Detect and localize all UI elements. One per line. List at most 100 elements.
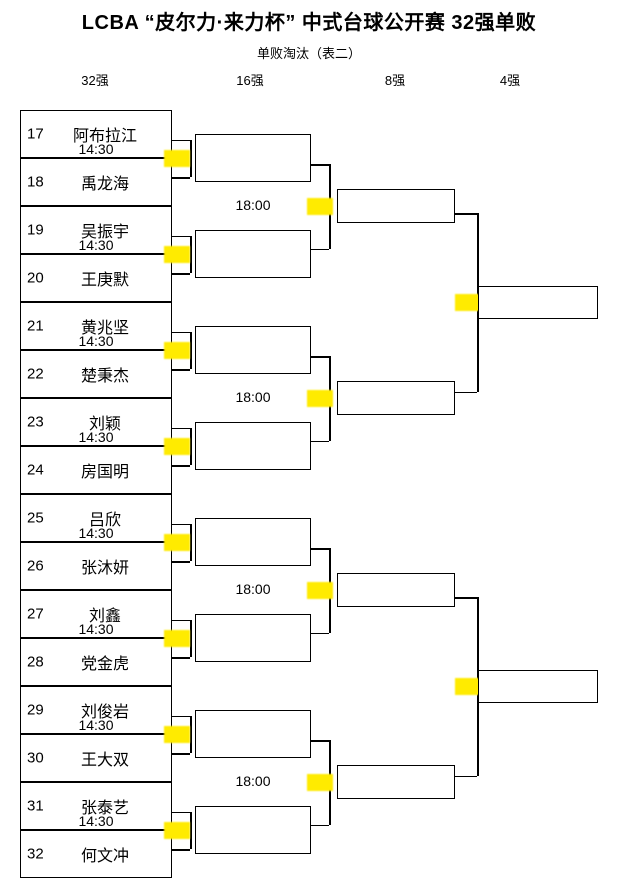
connector-h [455,775,477,778]
player-name: 禹龙海 [80,176,129,193]
connector-h [172,235,190,238]
connector-h [172,619,190,622]
match-time-r1-8: 14:30 [78,813,114,829]
match-marker-r1-1 [164,150,190,168]
connector-v [190,811,192,850]
round2-slot-3[interactable] [195,326,311,375]
match-time-r2-1: 18:00 [235,197,271,214]
player-name: 何文冲 [80,848,129,865]
match-time-r1-3: 14:30 [78,333,114,349]
seed-box-18[interactable]: 18 禹龙海 [20,158,172,206]
player-name: 楚秉杰 [80,368,129,385]
connector-h [172,465,190,467]
round4-slot-1[interactable] [478,285,598,319]
round2-slot-5[interactable] [195,518,311,567]
seed-box-20[interactable]: 20 王庚默 [20,254,172,302]
column-header-4: 4强 [499,73,521,88]
connector-v [190,523,192,562]
connector-v [190,619,192,658]
connector-h [311,632,329,635]
round3-slot-3[interactable] [337,573,455,608]
connector-v [190,331,192,370]
column-header-16: 16强 [236,73,264,88]
seed-box-23[interactable]: 23 刘颖 [20,398,172,446]
player-name: 房国明 [80,464,129,481]
connector-h [311,356,329,358]
connector-h [172,273,190,275]
match-marker-r1-7 [164,726,190,744]
match-marker-r3-1 [455,294,481,312]
column-header-32: 32强 [81,73,109,88]
match-marker-r1-4 [164,438,190,456]
player-name: 刘颖 [88,416,121,433]
seed-box-22[interactable]: 22 楚秉杰 [20,350,172,398]
match-marker-r1-5 [164,534,190,552]
player-name: 吕欣 [88,512,121,529]
player-name: 黄兆坚 [80,320,129,337]
seed-number: 20 [27,269,44,287]
seed-number: 17 [27,125,44,143]
match-time-r2-2: 18:00 [235,389,271,406]
round2-slot-6[interactable] [195,614,311,663]
match-marker-r1-2 [164,246,190,264]
round2-slot-4[interactable] [195,422,311,471]
round2-slot-7[interactable] [195,710,311,759]
seed-number: 28 [27,653,44,671]
player-name: 党金虎 [80,656,129,673]
match-time-r1-4: 14:30 [78,429,114,445]
seed-number: 18 [27,173,44,191]
round2-slot-2[interactable] [195,230,311,279]
connector-v [190,715,192,754]
seed-number: 19 [27,221,44,239]
player-name: 吴振宇 [80,224,129,241]
player-name: 王庚默 [80,272,129,289]
match-marker-r2-4 [307,774,333,792]
match-time-r1-2: 14:30 [78,237,114,253]
seed-number: 26 [27,557,44,575]
seed-number: 23 [27,413,44,431]
connector-h [172,177,190,179]
connector-h [455,391,477,394]
connector-h [172,369,190,371]
seed-number: 29 [27,701,44,719]
connector-h [311,548,329,550]
connector-h [172,331,190,334]
connector-h [172,849,190,851]
match-marker-r3-2 [455,678,481,696]
seed-box-28[interactable]: 28 党金虎 [20,638,172,686]
round3-slot-4[interactable] [337,765,455,800]
round3-slot-2[interactable] [337,381,455,416]
connector-h [311,740,329,742]
connector-h [172,561,190,563]
match-time-r1-7: 14:30 [78,717,114,733]
round2-slot-1[interactable] [195,134,311,183]
match-time-r1-5: 14:30 [78,525,114,541]
seed-box-19[interactable]: 19 吴振宇 [20,206,172,254]
seed-box-32[interactable]: 32 何文冲 [20,830,172,878]
seed-number: 22 [27,365,44,383]
connector-h [311,248,329,251]
page-title: LCBA “皮尔力·来力杯” 中式台球公开赛 32强单败 [81,12,537,34]
connector-h [172,715,190,718]
seed-number: 27 [27,605,44,623]
seed-box-24[interactable]: 24 房国明 [20,446,172,494]
player-name: 张泰艺 [80,800,129,817]
round3-slot-1[interactable] [337,189,455,224]
round2-slot-8[interactable] [195,806,311,855]
connector-h [172,523,190,526]
connector-h [172,427,190,430]
round4-slot-2[interactable] [478,669,598,703]
seed-number: 32 [27,845,44,863]
seed-number: 30 [27,749,44,767]
match-time-r1-1: 14:30 [78,141,114,157]
connector-h [455,597,477,599]
seed-number: 24 [27,461,44,479]
